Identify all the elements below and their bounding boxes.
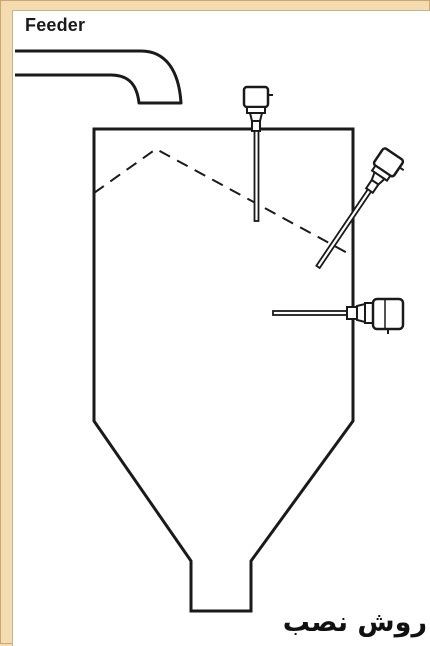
caption-installation-method: روش نصب <box>282 607 427 638</box>
angled-probe-sensor <box>315 147 405 270</box>
silo-outline <box>92 127 355 613</box>
horizontal-probe-sensor <box>272 297 405 334</box>
feeder-chute <box>15 49 183 105</box>
diagram-panel <box>12 10 430 646</box>
material-level-line <box>93 147 354 257</box>
vertical-probe-sensor <box>242 85 273 222</box>
feeder-label: Feeder <box>25 15 86 35</box>
